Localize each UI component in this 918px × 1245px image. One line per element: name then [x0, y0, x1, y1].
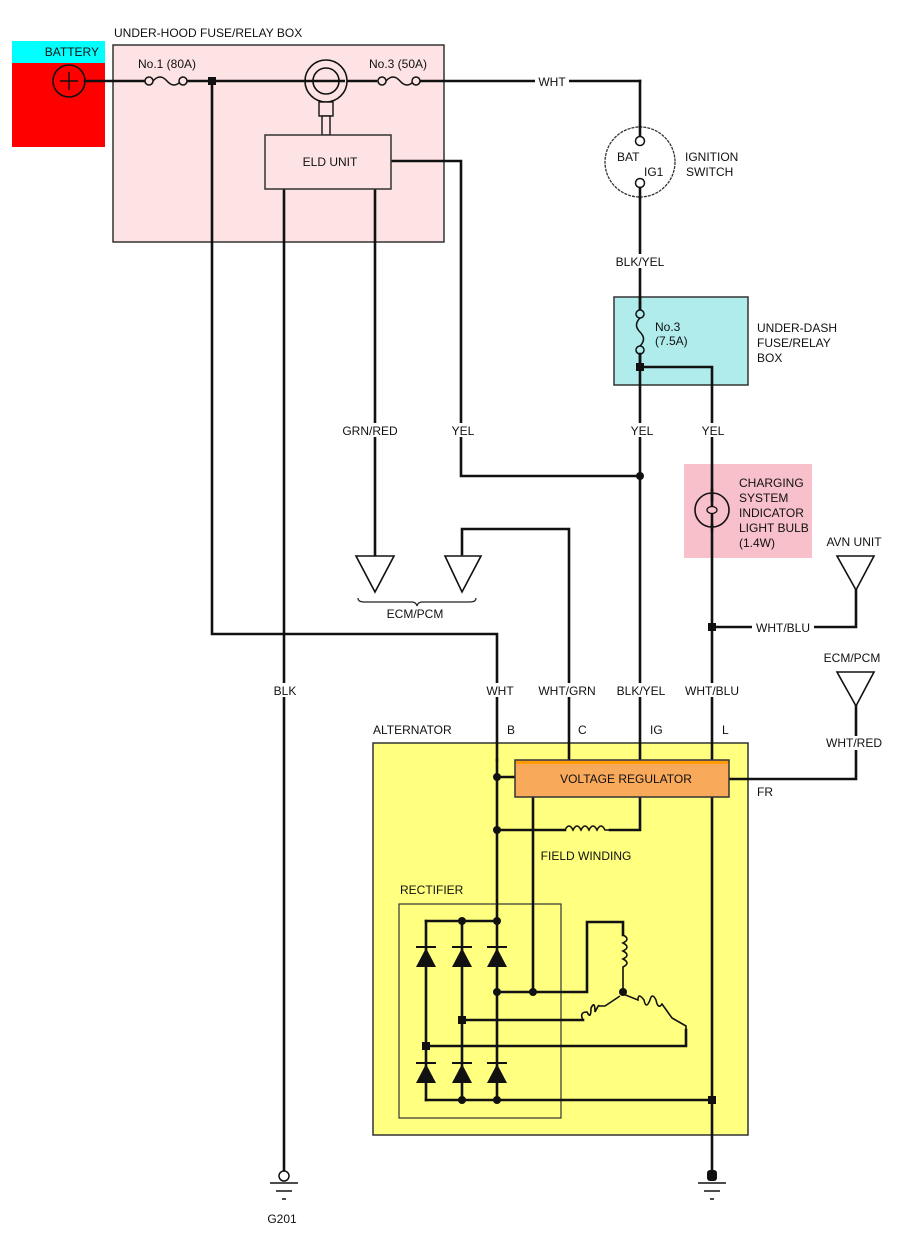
wire-label-wht-blu-avn: WHT/BLU — [756, 621, 810, 635]
junction-dots — [208, 77, 716, 1104]
wire-label-yel-fuse-left: YEL — [631, 424, 654, 438]
wire-label-blk-yel: BLK/YEL — [617, 684, 666, 698]
underdash-box-label-3: BOX — [757, 351, 782, 365]
wire-labels: WHT BLK/YEL GRN/RED YEL YEL YEL WHT/BLU … — [272, 74, 882, 750]
voltage-regulator — [514, 759, 730, 798]
ground-alternator-icon — [698, 1170, 726, 1200]
rectifier-box — [398, 903, 562, 1119]
fuse-no1-icon — [144, 76, 188, 86]
fuse-no3-label: No.3 (50A) — [369, 57, 427, 71]
avn-unit-label: AVN UNIT — [826, 535, 882, 549]
diode-icon — [416, 1062, 436, 1083]
ground-g201-icon — [270, 1170, 298, 1200]
ignition-switch-icon — [604, 125, 676, 199]
alternator-label: ALTERNATOR — [373, 723, 452, 737]
battery-label: BATTERY — [45, 45, 99, 59]
ecm-pcm-right-label: ECM/PCM — [824, 651, 881, 665]
wire-label-wht-red: WHT/RED — [826, 736, 882, 750]
diode-icon — [452, 946, 472, 967]
voltage-regulator-label: VOLTAGE REGULATOR — [560, 772, 692, 786]
fuse-no3-icon — [377, 76, 421, 86]
rectifier-label: RECTIFIER — [400, 883, 464, 897]
indicator-label-4: LIGHT BULB — [739, 521, 809, 535]
indicator-label-1: CHARGING — [739, 476, 804, 490]
wire-label-wht-blu: WHT/BLU — [685, 684, 739, 698]
wire-label-yel-fuse-right: YEL — [702, 424, 725, 438]
fuse-no3-underdash-icon — [635, 295, 645, 372]
indicator-label-2: SYSTEM — [739, 491, 788, 505]
battery-body — [12, 63, 105, 147]
terminal-ig: IG — [650, 723, 663, 737]
terminal-b: B — [507, 723, 515, 737]
indicator-label-5: (1.4W) — [739, 536, 775, 550]
battery: BATTERY — [12, 41, 105, 147]
underdash-box-label-1: UNDER-DASH — [757, 321, 837, 335]
wire-label-wht: WHT — [486, 684, 514, 698]
wires — [83, 79, 858, 1178]
ground-g201-label: G201 — [267, 1212, 297, 1226]
ecm-pcm-right-connector-icon — [835, 671, 876, 708]
terminal-c: C — [578, 723, 587, 737]
underdash-fuse-label-2: (7.5A) — [655, 334, 688, 348]
ecm-pcm-left-label: ECM/PCM — [387, 607, 444, 621]
underdash-box-label-2: FUSE/RELAY — [757, 336, 831, 350]
eld-current-sensor-icon — [304, 59, 348, 136]
ignition-terminal-bat: BAT — [617, 150, 640, 164]
underhood-box-label: UNDER-HOOD FUSE/RELAY BOX — [114, 26, 302, 40]
ecm-pcm-connector-left-2-icon — [443, 555, 483, 594]
rectifier-diodes — [416, 946, 507, 1083]
terminal-l: L — [722, 723, 729, 737]
field-winding-coil-icon — [564, 825, 610, 832]
ecm-pcm-connector-left-1-icon — [354, 555, 396, 594]
wire-label-blk: BLK — [274, 684, 297, 698]
stator-winding-icon — [580, 934, 687, 1046]
terminal-fr: FR — [757, 785, 773, 799]
ignition-switch-label-2: SWITCH — [686, 165, 733, 179]
field-winding-label: FIELD WINDING — [541, 849, 632, 863]
wire-label-yel-eld: YEL — [452, 424, 475, 438]
eld-unit-label: ELD UNIT — [303, 155, 358, 169]
wire-label-grn-red: GRN/RED — [342, 424, 398, 438]
diode-icon — [487, 946, 507, 967]
diode-icon — [452, 1062, 472, 1083]
diode-icon — [487, 1062, 507, 1083]
diode-icon — [416, 946, 436, 967]
ignition-terminal-ig1: IG1 — [644, 165, 664, 179]
battery-label-bar — [12, 41, 105, 63]
eld-unit — [264, 134, 392, 190]
indicator-bulb-icon — [694, 488, 730, 532]
underdash-fuse-label-1: No.3 — [655, 320, 681, 334]
indicator-bulb-area — [684, 464, 812, 558]
ignition-switch-label-1: IGNITION — [685, 150, 738, 164]
indicator-label-3: INDICATOR — [739, 506, 804, 520]
ecm-pcm-brace-icon — [357, 597, 477, 607]
wire-label-wht-grn: WHT/GRN — [538, 684, 595, 698]
avn-unit-connector-icon — [835, 555, 876, 592]
fuse-no1-label: No.1 (80A) — [138, 57, 196, 71]
wire-label-blk-yel-top: BLK/YEL — [616, 255, 665, 269]
wire-label-wht-top: WHT — [538, 75, 566, 89]
